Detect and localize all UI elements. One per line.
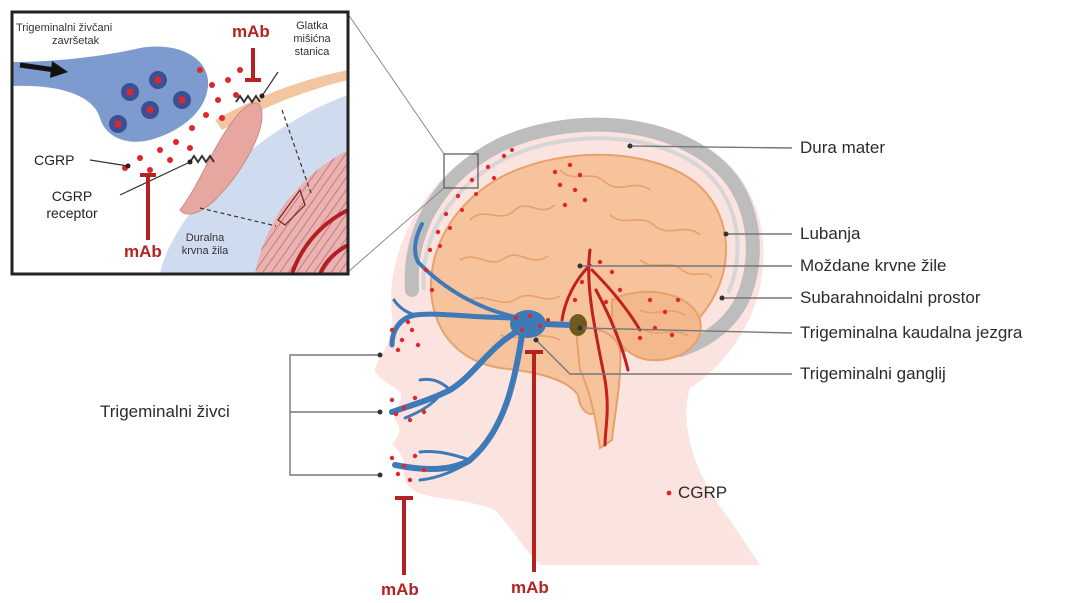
- zoom-connector-top: [348, 14, 444, 154]
- label-mab-bottom-center: mAb: [511, 578, 549, 598]
- label-trigeminalni-zivci: Trigeminalni živci: [100, 402, 230, 422]
- label-trigeminalni-ganglij: Trigeminalni ganglij: [800, 364, 946, 384]
- label-dura-mater: Dura mater: [800, 138, 885, 158]
- cerebellum: [612, 292, 701, 360]
- ganglion-to-brainstem: [545, 324, 570, 325]
- label-mab-inset-top: mAb: [232, 22, 270, 42]
- inset-label-cgrp-receptor: CGRP receptor: [30, 188, 114, 222]
- inset-label-nerve-ending-line1: Trigeminalni živčani: [16, 22, 112, 35]
- label-mab-inset-bottom: mAb: [124, 242, 162, 262]
- inset-label-cgrp: CGRP: [34, 152, 74, 169]
- inset-label-smooth-muscle-line1: Glatka: [282, 20, 342, 33]
- label-mab-bottom-left: mAb: [381, 580, 419, 600]
- trigeminal-caudal-nucleus: [569, 314, 587, 336]
- inset-label-dural-vessel-line1: Duralna: [170, 232, 240, 245]
- inset-label-dural-vessel-line2: krvna žila: [170, 245, 240, 258]
- trigeminal-ganglion: [510, 310, 546, 338]
- label-mozdane-krvne-zile: Moždane krvne žile: [800, 256, 946, 276]
- inset-label-cgrp-receptor-line2: receptor: [30, 205, 114, 222]
- label-lubanja: Lubanja: [800, 224, 861, 244]
- inset-label-nerve-ending: Trigeminalni živčani završetak: [16, 22, 112, 48]
- inset-label-smooth-muscle-line2: mišićna: [282, 33, 342, 46]
- label-cgrp-legend: CGRP: [678, 483, 727, 503]
- inset-label-smooth-muscle-line3: stanica: [282, 46, 342, 59]
- inset-label-cgrp-receptor-line1: CGRP: [30, 188, 114, 205]
- label-subarahnoidalni-prostor: Subarahnoidalni prostor: [800, 288, 981, 308]
- mab-antibody-bottom-left: [395, 498, 413, 575]
- inset-label-smooth-muscle: Glatka mišićna stanica: [282, 20, 342, 59]
- label-trigeminalna-kaudalna-jezgra: Trigeminalna kaudalna jezgra: [800, 323, 1022, 343]
- inset-label-dural-vessel: Duralna krvna žila: [170, 232, 240, 258]
- inset-label-nerve-ending-line2: završetak: [16, 35, 112, 48]
- cgrp-legend-dot: [667, 491, 672, 496]
